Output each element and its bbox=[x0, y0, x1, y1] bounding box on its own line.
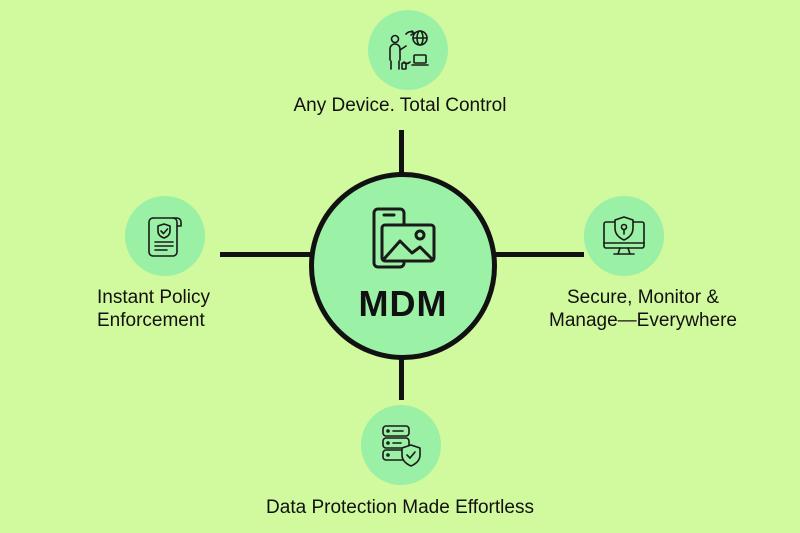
label-policy-line1: Instant Policy bbox=[97, 287, 210, 308]
label-policy-line2: Enforcement bbox=[97, 310, 205, 331]
node-any-device bbox=[368, 10, 448, 90]
mobile-gallery-icon bbox=[372, 207, 436, 269]
label-any-device: Any Device. Total Control bbox=[293, 95, 507, 116]
label-policy-enforcement: Instant Policy Enforcement bbox=[97, 286, 277, 332]
monitor-shield-icon bbox=[603, 216, 645, 255]
policy-scroll-icon bbox=[148, 217, 182, 257]
hub-label: MDM bbox=[358, 283, 448, 324]
node-secure-monitor bbox=[584, 196, 664, 276]
mdm-hub: MDM bbox=[309, 172, 497, 360]
label-data-protection: Data Protection Made Effortless bbox=[266, 497, 534, 518]
label-secure-line2: Manage—Everywhere bbox=[549, 310, 737, 331]
label-secure-monitor: Secure, Monitor & Manage—Everywhere bbox=[512, 286, 774, 332]
connector-bottom bbox=[399, 356, 404, 400]
connector-top bbox=[399, 130, 404, 174]
database-shield-icon bbox=[382, 425, 421, 467]
connector-left bbox=[220, 252, 312, 257]
connector-right bbox=[490, 252, 584, 257]
remote-devices-icon bbox=[389, 30, 429, 70]
node-data-protection bbox=[361, 405, 441, 485]
label-secure-line1: Secure, Monitor & bbox=[566, 287, 720, 308]
node-policy-enforcement bbox=[125, 196, 205, 276]
